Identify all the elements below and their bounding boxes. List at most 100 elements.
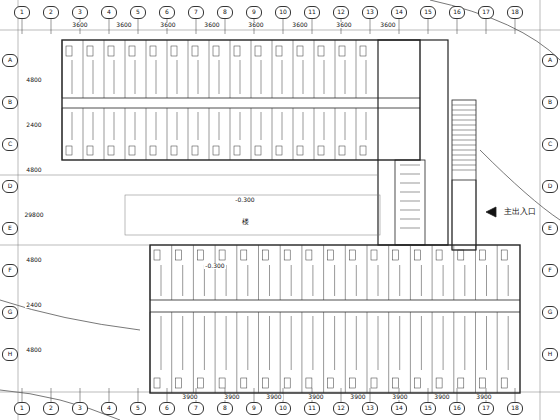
partition-line xyxy=(204,316,205,370)
grid-axis-number: 17 xyxy=(478,6,494,19)
partition-line xyxy=(453,245,454,300)
dimension-text: 4800 xyxy=(25,167,42,173)
partition-line xyxy=(399,316,400,370)
fixture-symbol xyxy=(241,250,247,260)
grid-axis-number: 8 xyxy=(217,6,233,19)
fixture-symbol xyxy=(192,146,198,155)
partition-line xyxy=(226,316,227,370)
partition-line xyxy=(146,108,147,160)
partition-line xyxy=(443,316,444,370)
fixture-symbol xyxy=(318,146,324,155)
partition-line xyxy=(378,265,379,296)
partition-line xyxy=(497,312,498,393)
fixture-symbol xyxy=(241,378,247,388)
dimension-text: 3600 xyxy=(115,22,132,28)
partition-line xyxy=(464,265,465,296)
partition-line xyxy=(335,40,336,98)
grid-axis-letter: E xyxy=(2,222,18,235)
partition-line xyxy=(370,388,371,402)
grid-axis-number: 1 xyxy=(14,402,30,415)
fixture-symbol xyxy=(129,46,135,56)
partition-line xyxy=(198,60,199,94)
partition-line xyxy=(475,312,476,393)
partition-line xyxy=(198,112,199,140)
partition-line xyxy=(93,112,94,140)
partition-line xyxy=(167,108,168,160)
partition-line xyxy=(341,388,342,402)
partition-line xyxy=(515,18,516,34)
partition-line xyxy=(303,112,304,140)
grid-axis-number: 13 xyxy=(362,6,378,19)
partition-line xyxy=(410,245,411,300)
partition-line xyxy=(261,60,262,94)
fixture-symbol xyxy=(306,250,312,260)
partition-line xyxy=(432,312,433,393)
partition-line xyxy=(356,316,357,370)
dimension-text: 3900 xyxy=(223,394,240,400)
dimension-text: 3900 xyxy=(391,394,408,400)
partition-line xyxy=(314,40,315,98)
partition-line xyxy=(83,40,84,98)
partition-line xyxy=(378,316,379,370)
grid-axis-letter: E xyxy=(542,222,558,235)
partition-line xyxy=(114,112,115,140)
fixture-symbol xyxy=(219,250,225,260)
grid-axis-number: 12 xyxy=(333,402,349,415)
fixture-symbol xyxy=(197,250,203,260)
partition-line xyxy=(182,316,183,370)
partition-line xyxy=(508,316,509,370)
grid-axis-number: 6 xyxy=(159,6,175,19)
fixture-symbol xyxy=(480,250,486,260)
partition-line xyxy=(345,312,346,393)
partition-line xyxy=(324,112,325,140)
grid-axis-number: 16 xyxy=(449,6,465,19)
dimension-text: 3600 xyxy=(159,22,176,28)
partition-line xyxy=(400,174,420,175)
partition-line xyxy=(497,245,498,300)
grid-axis-number: 15 xyxy=(420,6,436,19)
fixture-symbol xyxy=(436,250,442,260)
partition-line xyxy=(177,112,178,140)
partition-line xyxy=(182,265,183,296)
partition-line xyxy=(335,108,336,160)
partition-line xyxy=(146,40,147,98)
fixture-symbol xyxy=(150,146,156,155)
fixture-symbol xyxy=(66,146,72,155)
partition-line xyxy=(161,265,162,296)
partition-line xyxy=(22,18,23,34)
partition-line xyxy=(258,245,259,300)
partition-line xyxy=(291,265,292,296)
partition-line xyxy=(193,312,194,393)
partition-line xyxy=(345,245,346,300)
partition-line xyxy=(428,388,429,402)
fixture-symbol xyxy=(87,146,93,155)
partition-line xyxy=(388,245,389,300)
fixture-symbol xyxy=(371,378,377,388)
fixture-symbol xyxy=(171,46,177,56)
partition-line xyxy=(312,18,313,34)
partition-line xyxy=(215,245,216,300)
partition-line xyxy=(209,108,210,160)
grid-axis-letter: B xyxy=(542,96,558,109)
grid-axis-number: 10 xyxy=(275,402,291,415)
grid-axis-letter: A xyxy=(2,54,18,67)
partition-line xyxy=(283,18,284,34)
partition-line xyxy=(261,112,262,140)
partition-line xyxy=(452,160,476,161)
fixture-symbol xyxy=(108,46,114,56)
partition-line xyxy=(125,108,126,160)
partition-line xyxy=(452,145,476,146)
partition-line xyxy=(282,112,283,140)
grid-axis-number: 4 xyxy=(101,402,117,415)
partition-line xyxy=(247,316,248,370)
partition-line xyxy=(62,108,63,160)
fixture-symbol xyxy=(129,146,135,155)
grid-axis-number: 12 xyxy=(333,6,349,19)
grid-axis-number: 9 xyxy=(246,402,262,415)
partition-line xyxy=(303,60,304,94)
partition-line xyxy=(334,265,335,296)
fixture-symbol xyxy=(213,146,219,155)
partition-line xyxy=(452,130,476,131)
partition-line xyxy=(345,60,346,94)
grid-axis-number: 14 xyxy=(391,402,407,415)
